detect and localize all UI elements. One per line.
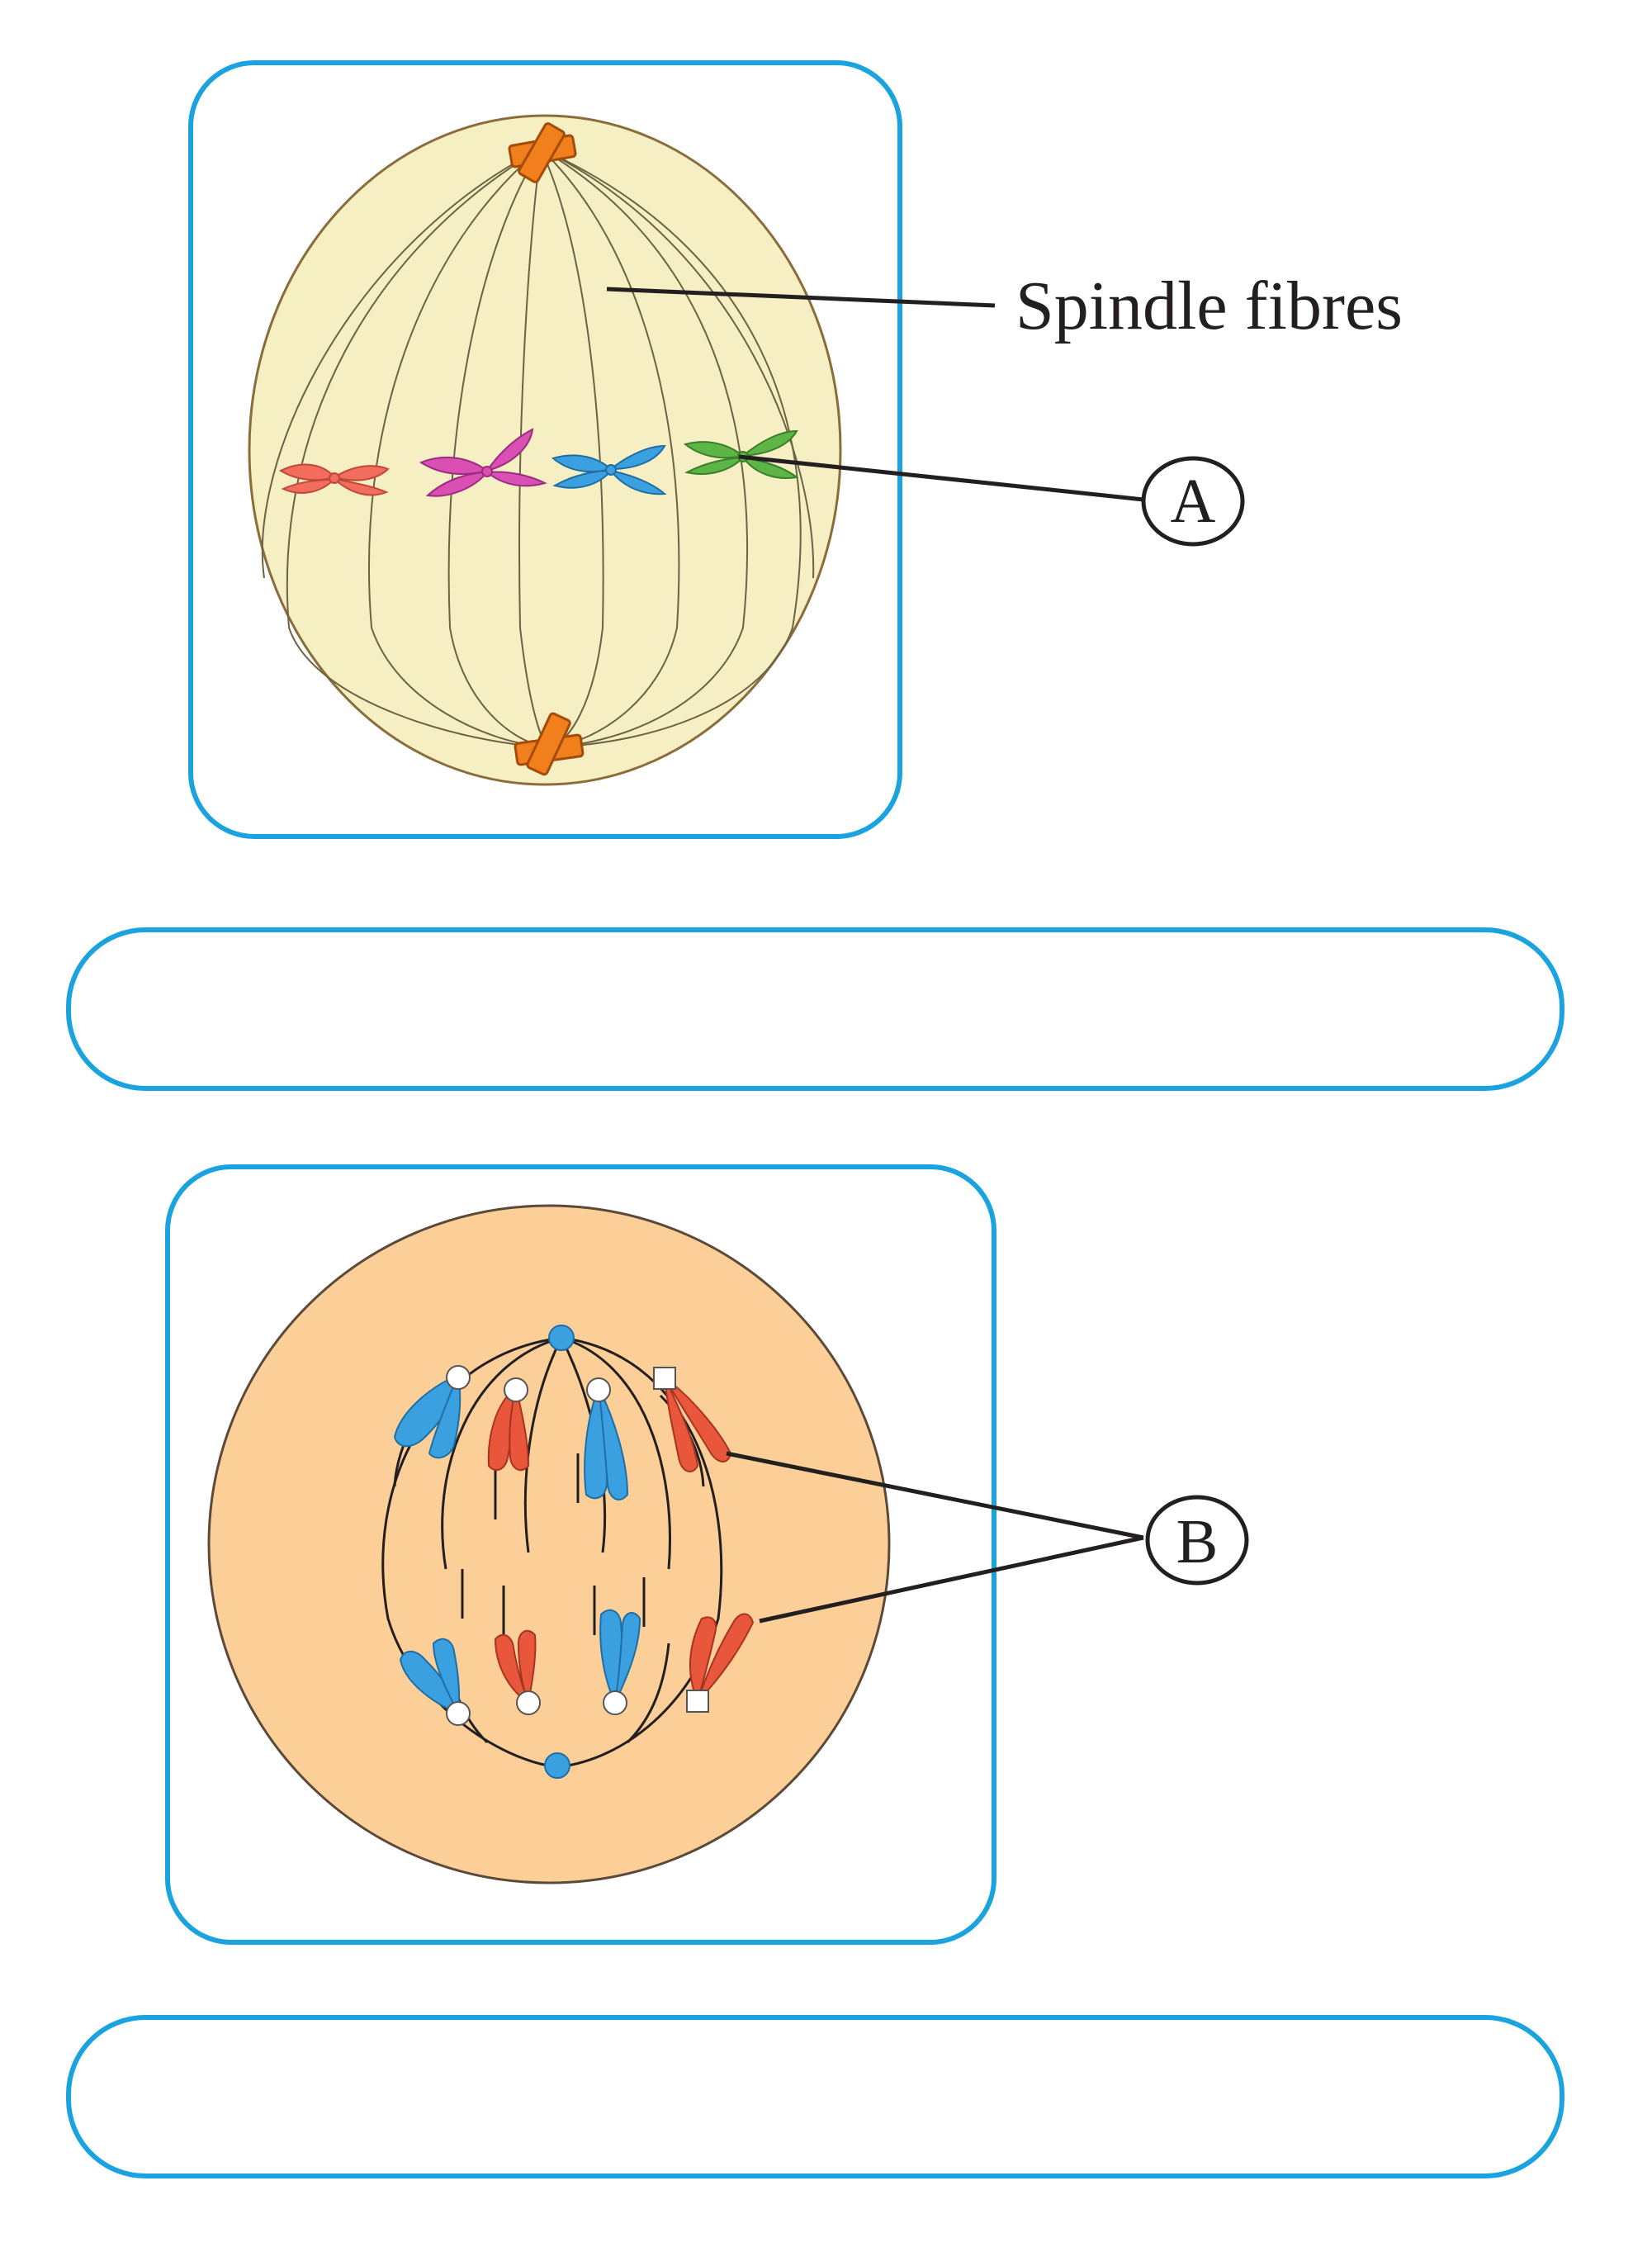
answer-box-2[interactable] — [66, 2015, 1564, 2178]
red-chromatid — [664, 1377, 732, 1462]
red-chromatid — [509, 1387, 530, 1472]
red-chromatid — [664, 1377, 699, 1473]
red-chromatid — [697, 1613, 755, 1702]
chromosome-blue — [551, 444, 667, 495]
metaphase-cell — [248, 114, 842, 786]
blue-chromatid — [432, 1638, 461, 1717]
marker-b-label: B — [1176, 1507, 1219, 1576]
marker-a-label: A — [1171, 467, 1216, 536]
centromeres — [446, 1365, 709, 1726]
spindle-fibres — [261, 148, 815, 748]
blue-chromatid — [614, 1612, 641, 1704]
marker-b-leader-line-top — [726, 1451, 1144, 1540]
chromatids-top — [393, 1372, 732, 1500]
blue-chromatid — [428, 1372, 462, 1459]
marker-b-leader-line-bottom — [759, 1535, 1144, 1624]
centrosome-top — [508, 122, 577, 183]
spindle-poles — [544, 1325, 575, 1779]
marker-a-leader-line — [738, 454, 1144, 502]
marker-b: B — [1145, 1495, 1249, 1586]
red-chromatid — [689, 1616, 717, 1704]
answer-box-1[interactable] — [66, 927, 1564, 1091]
anaphase-cell — [207, 1204, 891, 1884]
spindle-leader-line — [606, 287, 996, 308]
chromatids-bottom — [399, 1609, 755, 1717]
marker-a: A — [1141, 456, 1245, 547]
spindle-fibres-label: Spindle fibres — [1015, 268, 1403, 344]
centrosome-bottom — [514, 712, 585, 776]
anaphase-spindle — [381, 1336, 723, 1769]
chromosome-red — [278, 463, 390, 496]
red-chromatid — [517, 1629, 537, 1706]
red-chromatid — [494, 1633, 530, 1705]
chromosome-pink — [419, 428, 547, 497]
blue-chromatid — [598, 1387, 629, 1500]
